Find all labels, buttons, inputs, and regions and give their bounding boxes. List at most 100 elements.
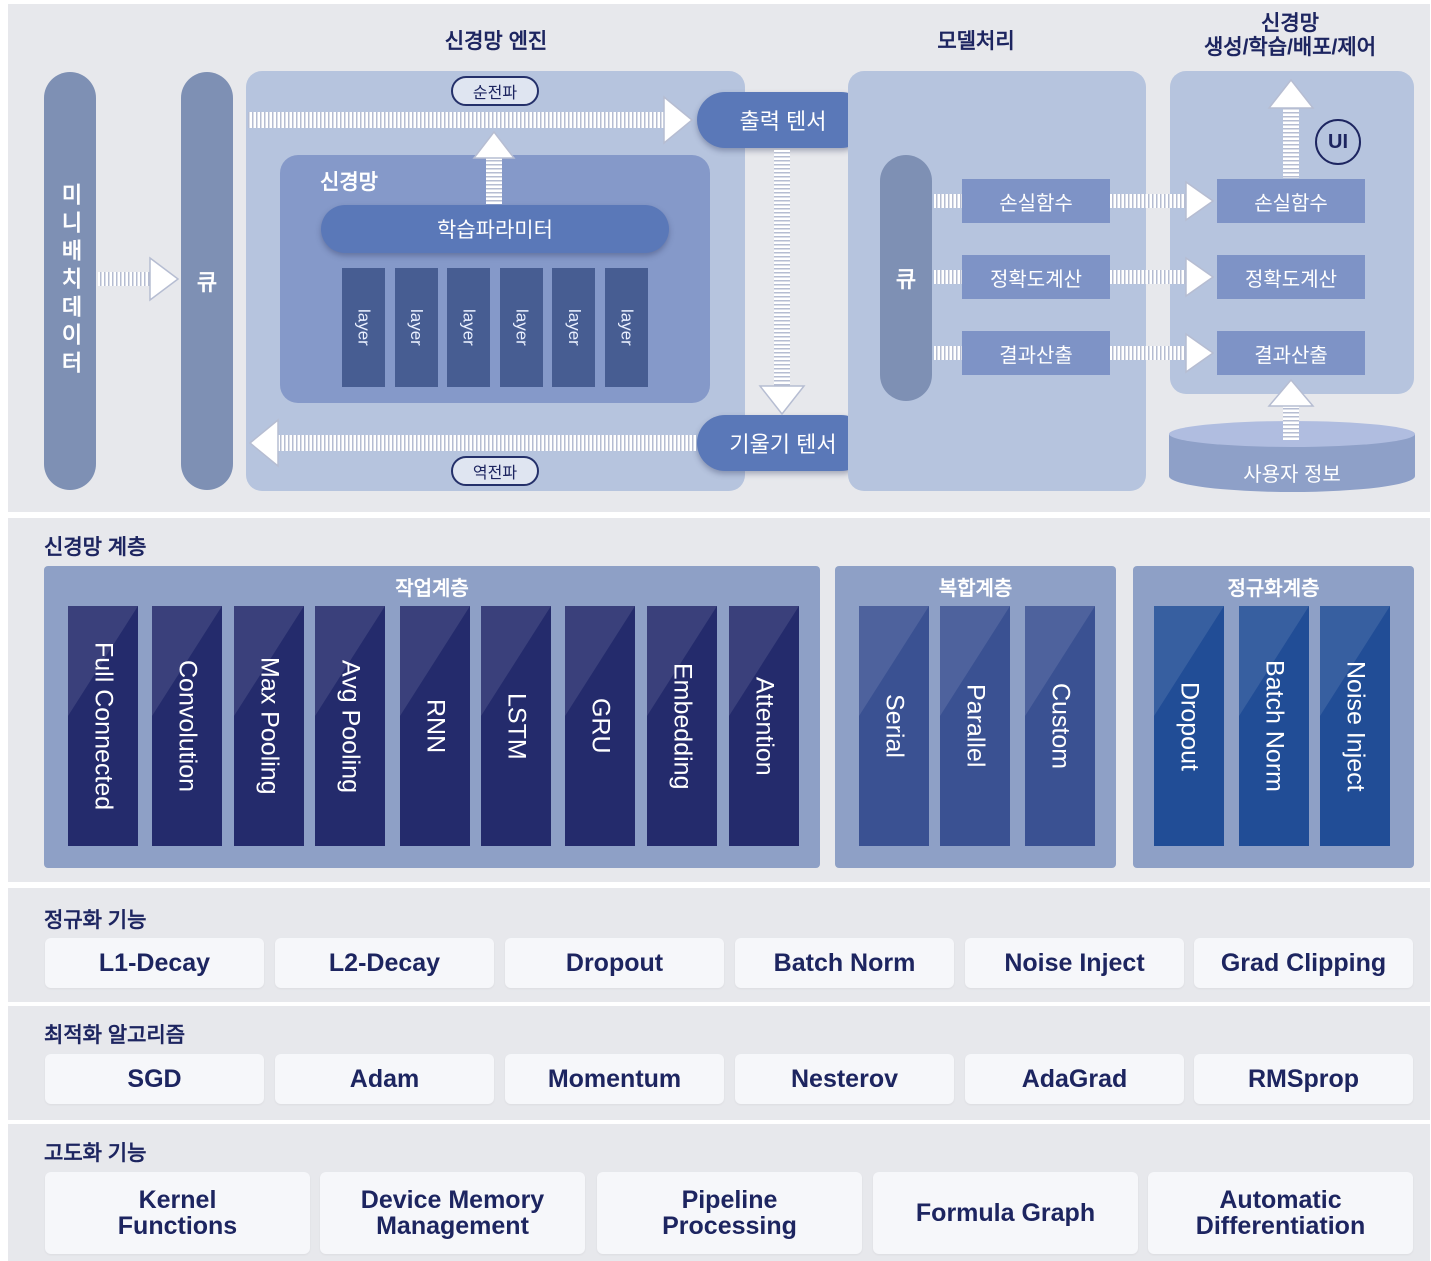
- layer-type-label: Convolution: [173, 659, 202, 793]
- layer-block: layer: [394, 268, 438, 387]
- normalization-layer-title: 정규화계층: [1227, 578, 1320, 600]
- minibatch-to-queue-arrow: [98, 256, 180, 302]
- layer-label: layer: [617, 309, 637, 346]
- layer-block: layer: [552, 268, 596, 387]
- layer-type-0-5: LSTM: [481, 606, 551, 846]
- layer-type-0-8: Attention: [729, 606, 799, 846]
- model-loss-function: 손실함수: [962, 179, 1110, 223]
- backward-tag: 역전파: [451, 456, 539, 486]
- model-result: 결과산출: [962, 331, 1110, 375]
- gradient-tensor: 기울기 텐서: [697, 415, 869, 471]
- layer-type-0-4: RNN: [400, 606, 470, 846]
- layers-section-title: 신경망 계층: [44, 536, 147, 559]
- minibatch-label: 미니배치데이터: [58, 183, 83, 379]
- advanced-chip-line2: Differentiation: [1195, 1212, 1366, 1240]
- output-to-gradient-arrow: [758, 150, 806, 416]
- deploy-header-line2: 생성/학습/배포/제어: [1203, 36, 1377, 60]
- model-to-deploy-arrows: [1110, 180, 1215, 374]
- output-tensor: 출력 텐서: [697, 92, 869, 148]
- layer-type-label: Full Connected: [89, 641, 118, 811]
- model-queue-bar: 큐: [880, 155, 932, 401]
- advanced-chip-line2: Functions: [117, 1212, 238, 1240]
- layer-type-label: RNN: [421, 698, 450, 754]
- deploy-header: 신경망 생성/학습/배포/제어: [1170, 12, 1410, 60]
- user-info-label: 사용자 정보: [1243, 463, 1341, 486]
- optimizers-chip: RMSprop: [1194, 1054, 1413, 1104]
- forward-tag: 순전파: [451, 76, 539, 106]
- advanced-chip: Formula Graph: [873, 1172, 1138, 1254]
- advanced-chip-line1: Pipeline: [681, 1185, 778, 1214]
- regularization-chip: Grad Clipping: [1194, 938, 1413, 988]
- deploy-accuracy: 정확도계산: [1217, 255, 1365, 299]
- layer-type-0-7: Embedding: [647, 606, 717, 846]
- advanced-chip-line1: Kernel: [138, 1185, 217, 1214]
- regularization-chip: Batch Norm: [735, 938, 954, 988]
- engine-header: 신경망 엔진: [444, 30, 548, 53]
- layer-type-label: Custom: [1046, 682, 1075, 770]
- layer-block: layer: [342, 268, 385, 387]
- ui-badge: UI: [1315, 119, 1361, 165]
- work-layer-title: 작업계층: [395, 578, 469, 600]
- flow-arrows: [98, 78, 1315, 468]
- model-accuracy: 정확도계산: [962, 255, 1110, 299]
- layer-label: layer: [459, 309, 479, 346]
- layer-type-2-0: Dropout: [1154, 606, 1224, 846]
- layer-type-label: GRU: [586, 698, 615, 754]
- deploy-header-line1: 신경망: [1261, 12, 1319, 35]
- layer-type-label: Embedding: [668, 662, 697, 790]
- layer-type-label: Attention: [750, 676, 779, 776]
- layer-block: layer: [499, 268, 543, 387]
- deploy-loss-function: 손실함수: [1217, 179, 1365, 223]
- layer-type-label: Batch Norm: [1260, 660, 1289, 792]
- layer-type-label: Avg Pooling: [336, 659, 365, 793]
- layer-type-1-2: Custom: [1025, 606, 1095, 846]
- advanced-chip-line1: Device Memory: [360, 1185, 545, 1214]
- minibatch-data: 미니배치데이터: [44, 72, 96, 490]
- layer-type-label: Noise Inject: [1341, 660, 1370, 792]
- layer-type-label: Parallel: [961, 684, 990, 768]
- optimizers-chip: SGD: [45, 1054, 264, 1104]
- layer-block: layer: [605, 268, 648, 387]
- regularization-chip: Noise Inject: [965, 938, 1184, 988]
- regularization-title: 정규화 기능: [44, 909, 147, 932]
- composite-layer-title: 복합계층: [938, 578, 1013, 600]
- optimizers-chip: Nesterov: [735, 1054, 954, 1104]
- layer-label: layer: [564, 309, 584, 346]
- optimizer-title: 최적화 알고리즘: [44, 1024, 186, 1047]
- model-header: 모델처리: [937, 30, 1015, 53]
- deploy-result: 결과산출: [1217, 331, 1365, 375]
- regularization-chip: Dropout: [505, 938, 724, 988]
- advanced-chip-line2: Management: [376, 1212, 529, 1240]
- learning-parameters: 학습파라미터: [321, 205, 669, 253]
- advanced-chip-line2: Processing: [662, 1212, 797, 1240]
- layer-type-label: Dropout: [1175, 681, 1204, 771]
- layer-type-0-3: Avg Pooling: [315, 606, 385, 846]
- regularization-chip: L1-Decay: [45, 938, 264, 988]
- neural-network-label: 신경망: [320, 171, 378, 194]
- layer-type-2-1: Batch Norm: [1239, 606, 1309, 846]
- queue-bar: 큐: [181, 72, 233, 490]
- layer-label: layer: [354, 309, 374, 346]
- queue-label: 큐: [196, 270, 218, 295]
- optimizers-chip: Momentum: [505, 1054, 724, 1104]
- layer-type-label: Serial: [880, 694, 909, 758]
- layer-type-0-6: GRU: [565, 606, 635, 846]
- layer-type-1-0: Serial: [859, 606, 929, 846]
- layer-type-1-1: Parallel: [940, 606, 1010, 846]
- model-queue-label: 큐: [895, 267, 917, 292]
- layer-type-2-2: Noise Inject: [1320, 606, 1390, 846]
- layer-type-label: Max Pooling: [255, 657, 284, 795]
- layer-type-0-2: Max Pooling: [234, 606, 304, 846]
- layer-label: layer: [512, 309, 532, 346]
- deploy-up-arrow: [1267, 78, 1315, 178]
- optimizers-chip: Adam: [275, 1054, 494, 1104]
- layer-type-0-0: Full Connected: [68, 606, 138, 846]
- backward-arrow: [248, 418, 696, 468]
- layer-block: layer: [447, 268, 491, 387]
- params-up-arrow: [472, 130, 516, 204]
- forward-arrow: [248, 95, 694, 145]
- layer-type-label: LSTM: [502, 692, 531, 760]
